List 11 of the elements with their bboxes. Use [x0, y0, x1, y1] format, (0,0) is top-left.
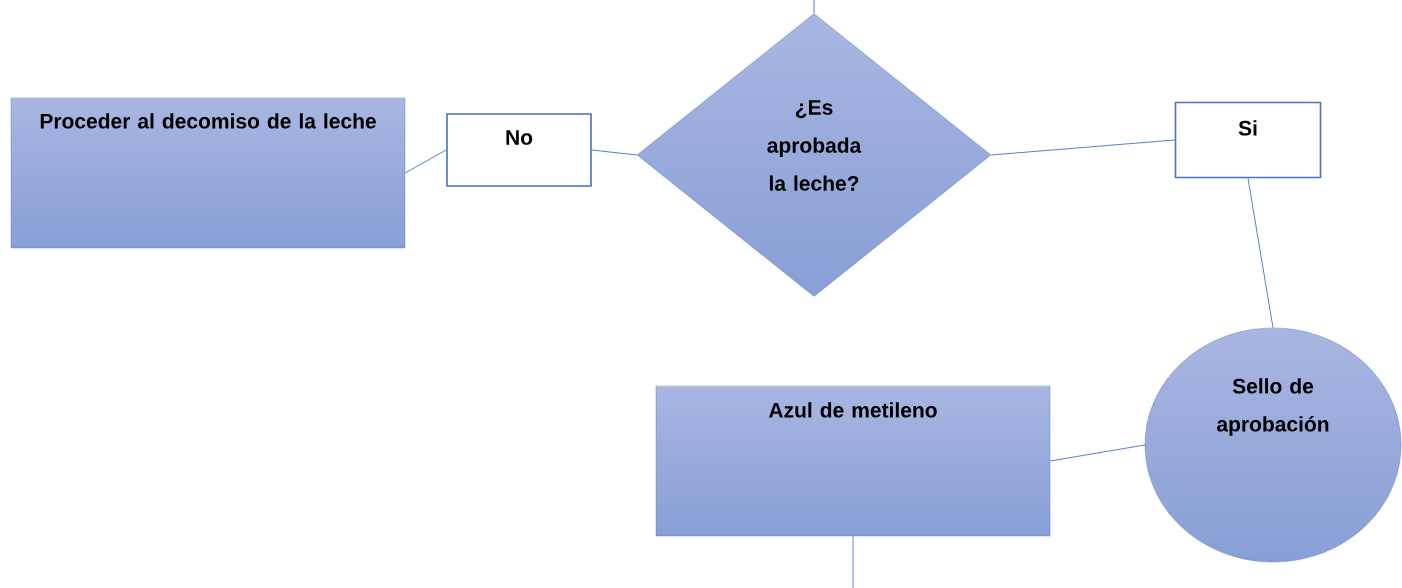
- connector-line: [813, 0, 815, 14]
- connector-line: [1049, 444, 1146, 462]
- connector-line: [990, 139, 1176, 156]
- connector-line: [591, 149, 638, 156]
- connector-line: [404, 149, 447, 174]
- process-box: Proceder al decomiso de la leche: [10, 97, 406, 249]
- answer-box: No: [446, 113, 592, 187]
- answer-box: Si: [1174, 101, 1322, 179]
- connector-line: [1247, 177, 1274, 329]
- connector-line: [852, 535, 854, 588]
- process-box: Azul de metileno: [655, 385, 1051, 537]
